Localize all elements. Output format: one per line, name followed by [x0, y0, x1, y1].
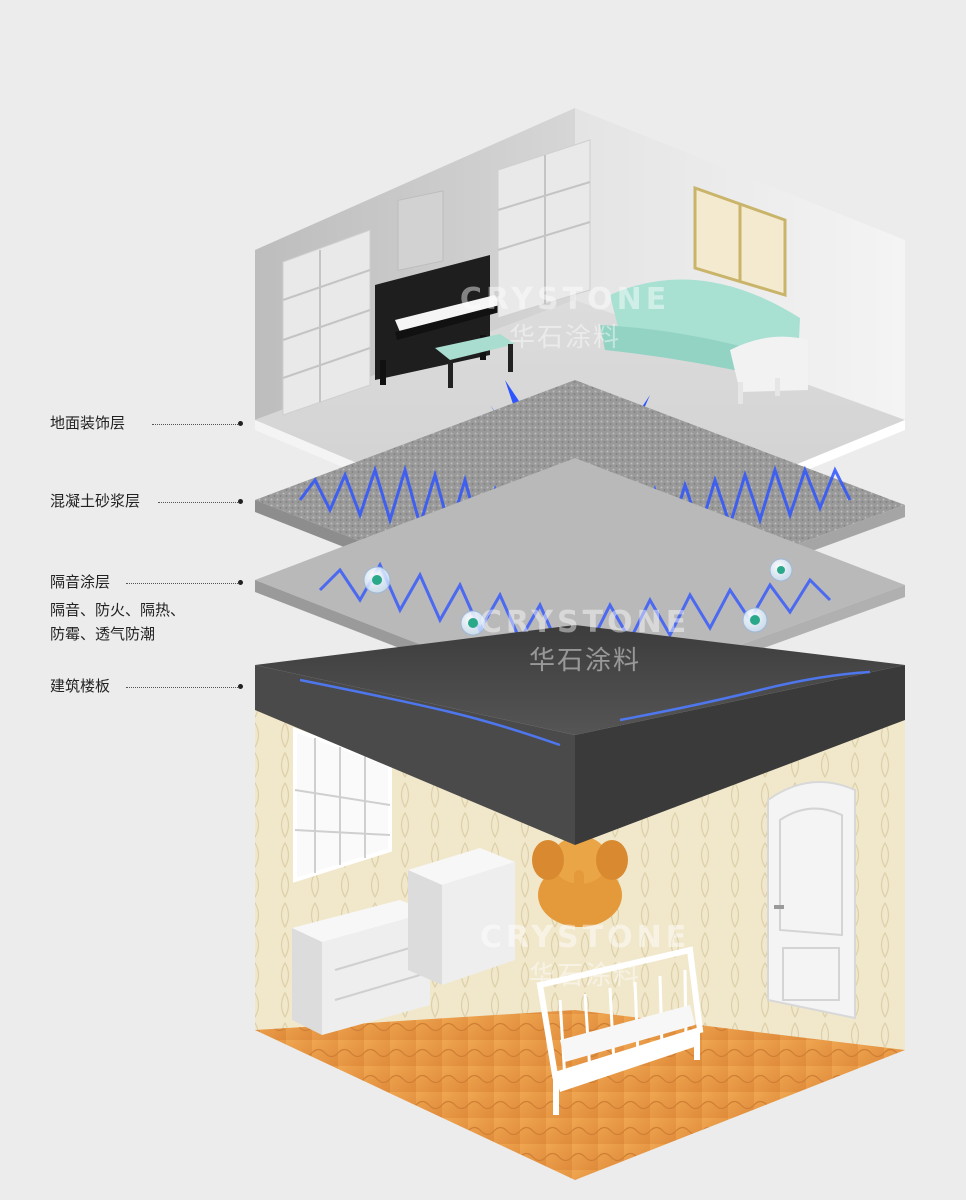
label-mortar-text: 混凝土砂浆层 [50, 492, 141, 510]
leader-coating [126, 583, 238, 584]
label-coating-desc-1: 隔音、防火、隔热、 [50, 601, 186, 619]
dot-mortar [238, 499, 243, 504]
leader-floor-finish [152, 424, 238, 425]
label-coating-desc-2: 防霉、透气防潮 [50, 625, 156, 643]
lower-floor [255, 1010, 905, 1180]
lower-window [293, 727, 392, 883]
piano-bench [435, 334, 515, 388]
sound-wave-slab [299, 678, 561, 747]
sofa [600, 279, 808, 404]
label-slab: 建筑楼板 [50, 675, 110, 697]
leader-mortar [158, 502, 238, 503]
leader-slab [126, 687, 238, 688]
dot-slab [238, 684, 243, 689]
label-floor-finish: 地面装饰层 [50, 412, 125, 434]
elephant-toy [532, 836, 628, 927]
door [767, 781, 856, 1020]
lower-room [255, 700, 905, 1180]
label-coating-text: 隔音涂层 [50, 573, 111, 591]
label-coating: 隔音涂层 隔音、防火、隔热、 防霉、透气防潮 [50, 571, 185, 645]
slab-top [255, 625, 905, 735]
label-floor-finish-text: 地面装饰层 [50, 414, 126, 432]
wall-frame [397, 190, 444, 272]
dot-coating [238, 580, 243, 585]
dresser-left [292, 900, 430, 1035]
bookshelf-left [282, 229, 371, 416]
crib [536, 946, 704, 1115]
structural-slab [255, 625, 905, 845]
label-slab-text: 建筑楼板 [50, 677, 111, 695]
bookshelf-right [497, 139, 591, 319]
dresser-right [408, 848, 515, 985]
label-mortar: 混凝土砂浆层 [50, 490, 140, 512]
slab-left-face [255, 665, 575, 845]
upper-window [693, 185, 787, 298]
slab-right-face [575, 665, 905, 845]
dot-floor-finish [238, 421, 243, 426]
